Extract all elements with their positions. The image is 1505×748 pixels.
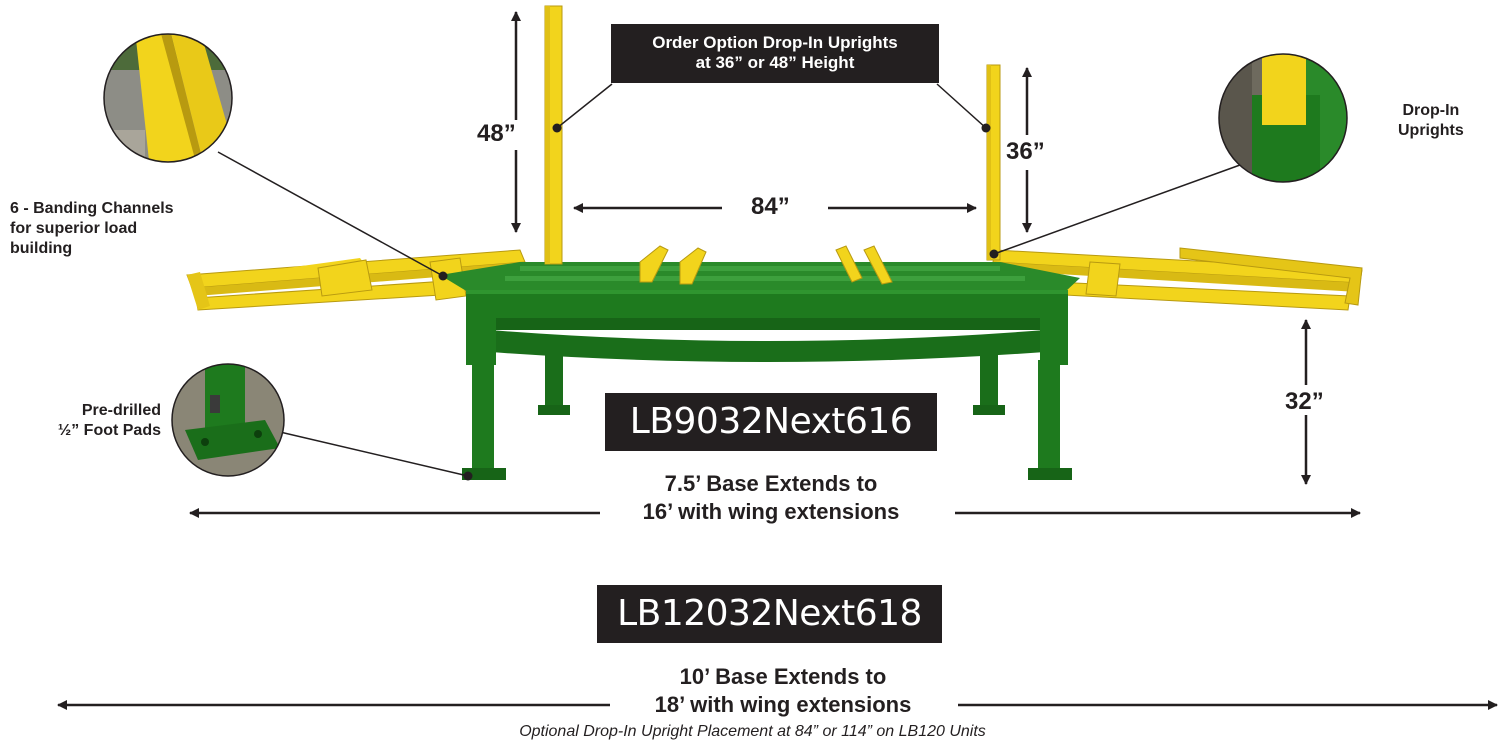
green-base-frame	[440, 262, 1080, 480]
drop-in-line1: Drop-In	[1402, 102, 1460, 119]
drop-in-uprights-label: Drop-In Uprights	[1398, 101, 1464, 141]
foot-line1: Pre-drilled	[81, 402, 161, 419]
drop-in-upright-detail-inset	[1218, 53, 1348, 183]
banding-channels	[639, 245, 893, 285]
right-upright-height-label: 36”	[1006, 138, 1045, 165]
model-description-lb9032: 7.5’ Base Extends to 16’ with wing exten…	[560, 470, 982, 526]
model-name-lb9032: LB9032Next616	[605, 393, 937, 451]
foot-line2: ½” Foot Pads	[57, 422, 161, 439]
callout-leader-lines	[217, 83, 1241, 481]
foot-pad-detail-inset	[171, 363, 285, 477]
banding-line1: 6 - Banding Channels	[10, 200, 174, 217]
banding-channels-label: 6 - Banding Channels for superior load b…	[10, 199, 174, 259]
model1-desc-line2: 16’ with wing extensions	[642, 499, 900, 524]
drop-in-line2: Uprights	[1398, 122, 1464, 139]
model1-desc-line1: 7.5’ Base Extends to	[664, 471, 878, 496]
banding-line2: for superior load	[10, 220, 138, 237]
left-wing-extension	[186, 249, 527, 311]
right-upright	[986, 64, 1001, 261]
banding-channel-detail-inset	[103, 33, 233, 163]
left-upright-height-label: 48”	[477, 120, 516, 147]
foot-pads-label: Pre-drilled ½” Foot Pads	[46, 401, 161, 441]
model-description-lb12032: 10’ Base Extends to 18’ with wing extens…	[565, 663, 1001, 719]
banding-line3: building	[10, 240, 73, 257]
width-between-uprights-label: 84”	[751, 193, 790, 220]
base-height-label: 32”	[1285, 388, 1324, 415]
model2-desc-line2: 18’ with wing extensions	[654, 692, 912, 717]
dimension-arrows	[57, 11, 1498, 710]
uprights-option-line2: at 36” or 48” Height	[695, 53, 855, 72]
model-name-lb12032: LB12032Next618	[597, 585, 942, 643]
left-upright	[544, 5, 563, 265]
uprights-option-line1: Order Option Drop-In Uprights	[652, 33, 898, 52]
model2-desc-line1: 10’ Base Extends to	[679, 664, 887, 689]
upright-placement-footnote: Optional Drop-In Upright Placement at 84…	[519, 723, 986, 740]
right-wing-extension	[992, 247, 1363, 311]
uprights-option-callout: Order Option Drop-In Uprights at 36” or …	[611, 24, 939, 83]
